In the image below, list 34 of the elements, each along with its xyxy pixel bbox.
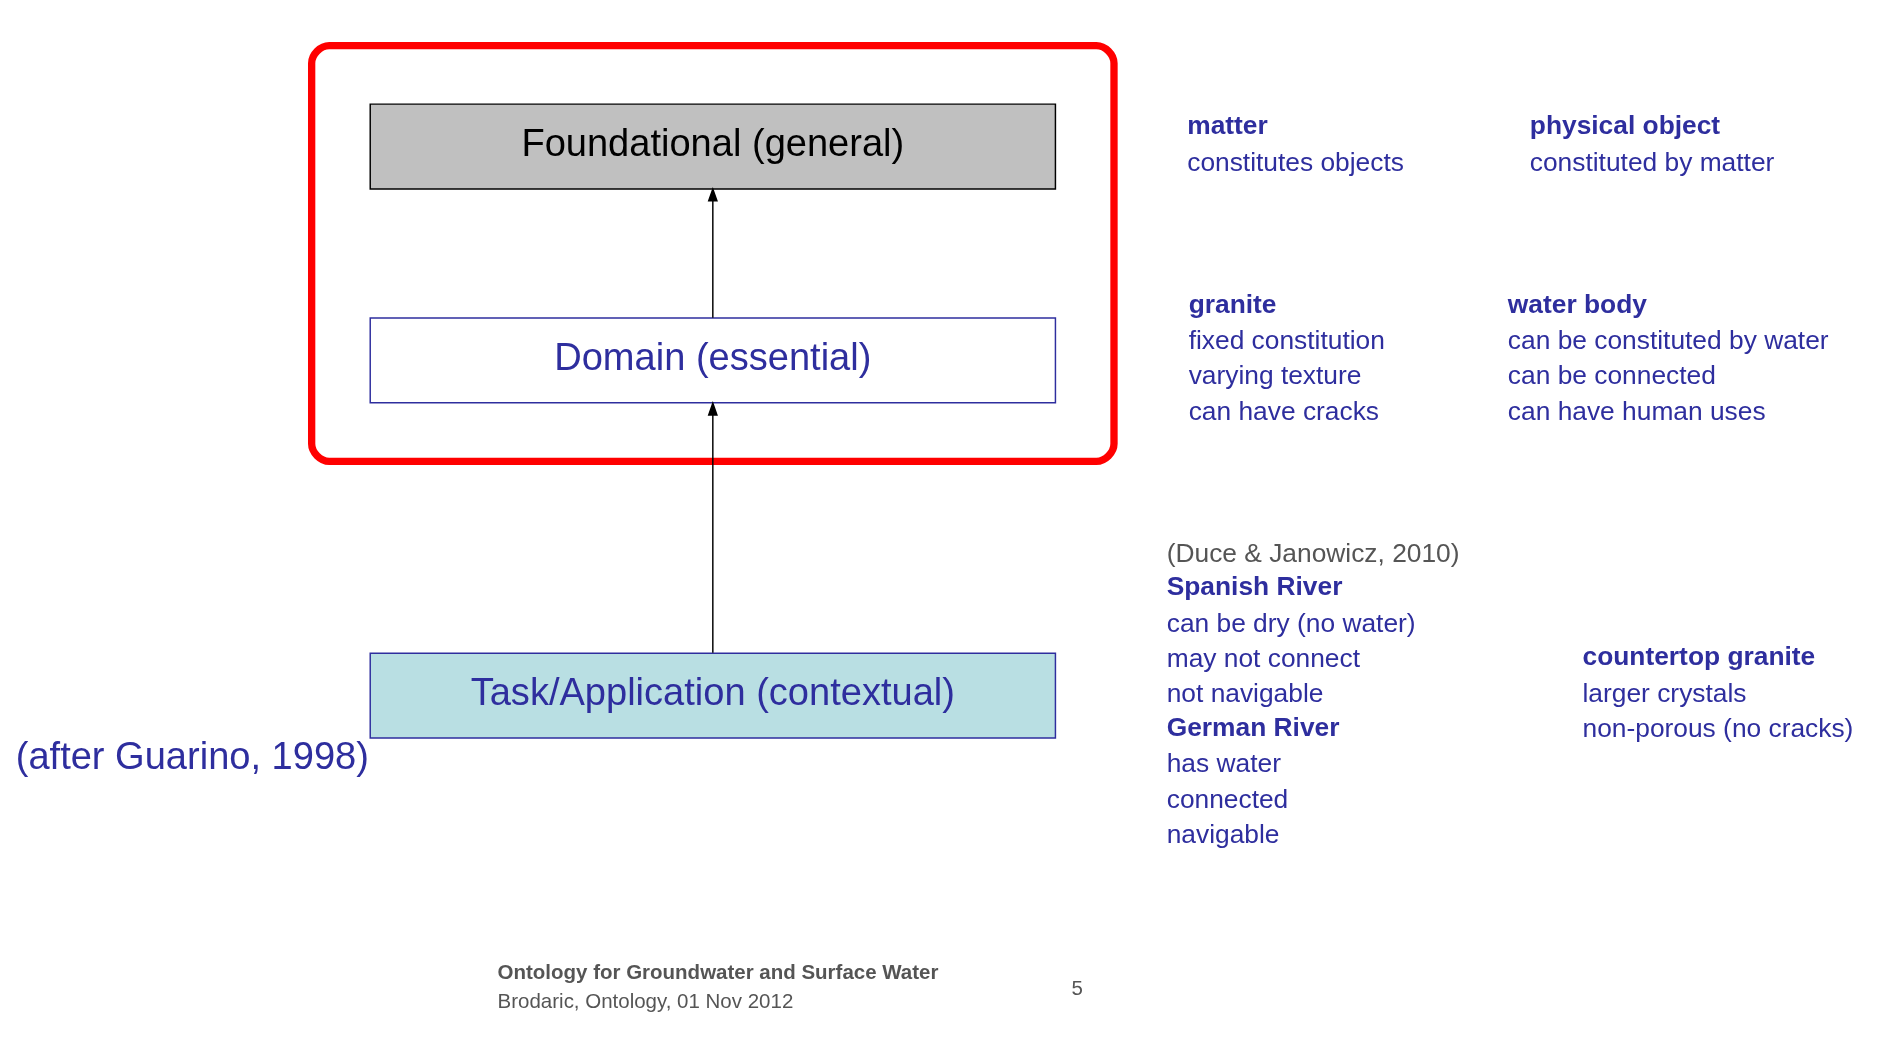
label: can be constituted by water <box>1507 324 1829 355</box>
node-box: Domain (essential) <box>369 316 1057 404</box>
label: matter <box>1187 109 1268 140</box>
label: navigable <box>1166 818 1280 849</box>
label: water body <box>1507 288 1647 319</box>
label: can be connected <box>1507 359 1716 390</box>
label: granite <box>1188 288 1277 319</box>
node-box: Foundational (general) <box>369 102 1057 190</box>
label: countertop granite <box>1582 640 1816 671</box>
label: Spanish River <box>1166 570 1343 601</box>
label: fixed constitution <box>1188 324 1385 355</box>
label: can have human uses <box>1507 395 1766 426</box>
label: (Duce & Janowicz, 2010) <box>1166 537 1460 568</box>
label: can be dry (no water) <box>1166 607 1416 638</box>
label: constituted by matter <box>1529 146 1775 177</box>
label: non-porous (no cracks) <box>1582 712 1854 743</box>
label: may not connect <box>1166 642 1360 673</box>
label: has water <box>1166 747 1281 778</box>
node-label: (after Guarino, 1998) <box>15 734 369 777</box>
arrow <box>707 400 718 653</box>
label: larger crystals <box>1582 677 1747 708</box>
label: Ontology for Groundwater and Surface Water <box>497 959 939 983</box>
label: physical object <box>1529 109 1721 140</box>
cluster <box>308 41 1118 465</box>
label: 5 <box>1071 975 1083 999</box>
label: not navigable <box>1166 677 1324 708</box>
label: varying texture <box>1188 359 1362 390</box>
label: Brodaric, Ontology, 01 Nov 2012 <box>497 988 794 1012</box>
label: German River <box>1166 711 1340 742</box>
label: connected <box>1166 783 1289 813</box>
node-box: Task/Application (contextual) <box>369 651 1057 739</box>
label: can have cracks <box>1188 395 1380 426</box>
arrow <box>707 186 718 318</box>
label: constitutes objects <box>1187 146 1404 177</box>
